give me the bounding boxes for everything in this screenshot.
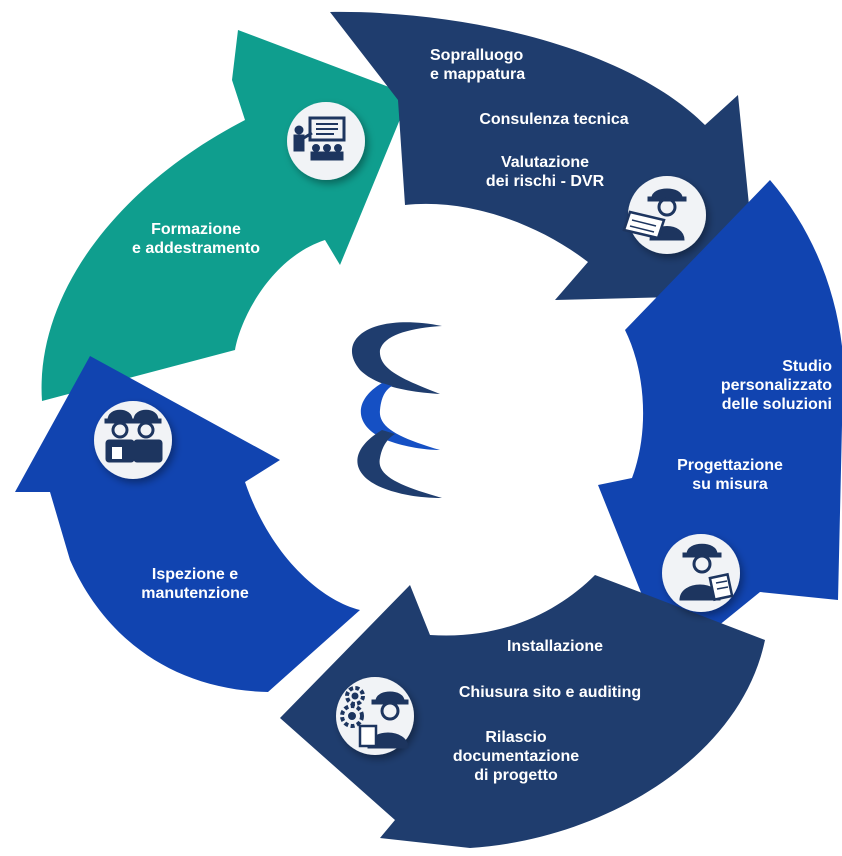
label-line: dei rischi - DVR <box>485 173 605 190</box>
label-line: manutenzione <box>141 585 249 602</box>
teacher-presentation-icon <box>293 116 346 161</box>
label-sopralluogo: Sopralluogo e mappatura <box>430 46 530 84</box>
label-line: di progetto <box>474 767 558 784</box>
segment-arrow-studio <box>598 180 842 665</box>
label-line: Chiusura sito e auditing <box>458 684 642 701</box>
label-line: delle soluzioni <box>721 396 832 413</box>
label-line: e mappatura <box>430 66 526 83</box>
center-logo <box>351 322 442 498</box>
label-valutazione: Valutazione dei rischi - DVR <box>450 153 640 191</box>
label-line: Valutazione <box>500 154 590 171</box>
label-consulenza: Consulenza tecnica <box>454 110 654 129</box>
label-studio: Studio personalizzato delle soluzioni <box>680 357 832 414</box>
logo-arc-top <box>351 322 442 394</box>
engineer-gears-icon <box>340 686 409 749</box>
label-ispezione: Ispezione e manutenzione <box>110 565 280 603</box>
logo-arc-bottom <box>357 430 442 498</box>
segment-arrow-ispezione <box>15 356 360 692</box>
label-line: Rilascio <box>485 729 547 746</box>
label-line: documentazione <box>452 748 580 765</box>
label-line: Consulenza tecnica <box>479 111 629 128</box>
label-line: Ispezione e <box>151 566 239 583</box>
label-line: Sopralluogo <box>430 47 524 64</box>
label-line: Formazione <box>151 221 241 238</box>
label-formazione: Formazione e addestramento <box>108 220 284 258</box>
engineer-clipboard-icon <box>679 543 734 602</box>
label-progettazione: Progettazione su misura <box>660 456 800 494</box>
label-installazione: Installazione <box>490 637 620 656</box>
label-line: Progettazione <box>677 457 783 474</box>
label-chiusura: Chiusura sito e auditing <box>430 683 670 702</box>
engineer-blueprint-icon <box>622 188 687 241</box>
label-line: Studio <box>782 358 832 375</box>
label-rilascio: Rilascio documentazione di progetto <box>446 728 586 785</box>
segment-arrow-installazione <box>280 575 765 848</box>
label-line: personalizzato <box>720 377 832 394</box>
label-line: Installazione <box>506 638 604 655</box>
label-line: e addestramento <box>131 240 261 257</box>
two-workers-icon <box>104 409 163 463</box>
label-line: su misura <box>692 476 768 493</box>
